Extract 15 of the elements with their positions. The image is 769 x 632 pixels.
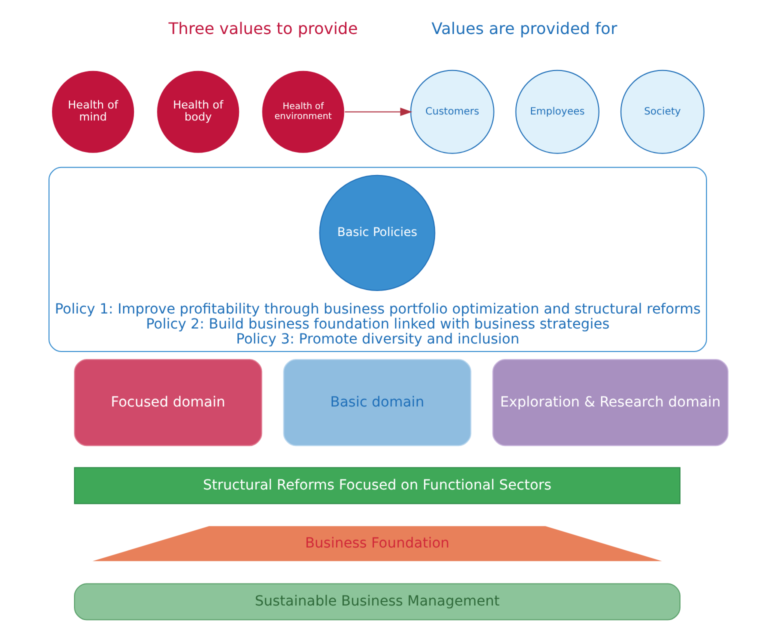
node-circle: Health of mind xyxy=(51,70,136,154)
arrow xyxy=(344,108,412,116)
node-circle: Society xyxy=(620,70,704,154)
node-circle: Employees xyxy=(515,70,600,154)
node-circle: Health of body xyxy=(156,70,240,154)
node-box: Structural Reforms Focused on Functional Sectors xyxy=(74,467,680,504)
label: Values are provided for xyxy=(432,19,618,38)
label: Three values to provide xyxy=(168,19,358,38)
node-box: Sustainable Business Management xyxy=(74,583,680,620)
node-box: Exploration & Research domain xyxy=(492,359,728,446)
node-box: Focused domain xyxy=(74,359,262,446)
node-circle: Health of environment xyxy=(261,70,346,154)
node-box: Basic domain xyxy=(283,359,472,446)
node-circle: Basic Policies xyxy=(319,174,436,291)
node-circle: Customers xyxy=(410,70,494,154)
